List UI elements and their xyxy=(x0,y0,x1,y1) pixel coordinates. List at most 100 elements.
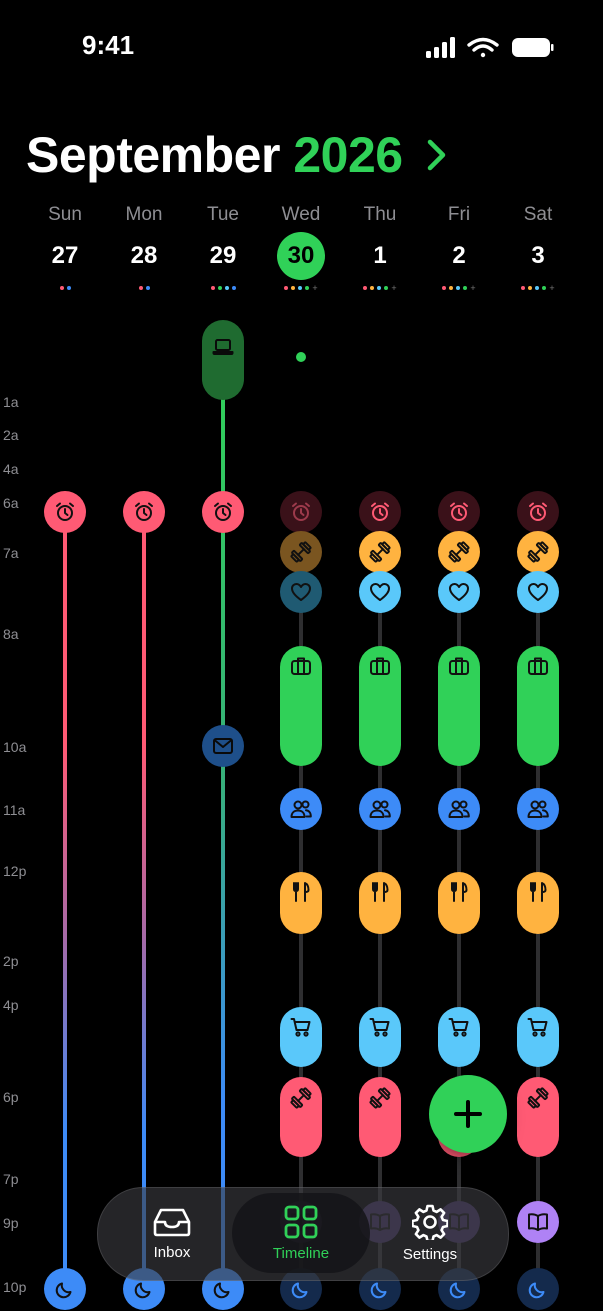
dumbbell-icon xyxy=(526,1077,550,1110)
event-fork-knife[interactable] xyxy=(517,872,559,934)
weekday-label: Sat xyxy=(523,204,553,225)
event-heart[interactable] xyxy=(517,571,559,613)
day-number[interactable]: 29 xyxy=(209,242,237,269)
heart-icon xyxy=(290,581,312,603)
tab-inbox-label: Inbox xyxy=(153,1243,191,1261)
hour-label: 7a xyxy=(3,545,19,561)
hour-label: 11a xyxy=(3,802,26,818)
timeline-line xyxy=(221,360,225,1288)
event-cart[interactable] xyxy=(280,1007,322,1067)
briefcase-icon xyxy=(527,646,549,677)
hour-label: 4p xyxy=(3,997,19,1013)
hour-label: 6a xyxy=(3,495,19,511)
event-dots xyxy=(35,284,95,292)
dumbbell-icon xyxy=(289,540,313,564)
tab-inbox[interactable]: Inbox xyxy=(112,1190,232,1276)
event-book[interactable] xyxy=(517,1201,559,1243)
status-icons xyxy=(426,37,554,58)
event-cart[interactable] xyxy=(438,1007,480,1067)
event-dumbbell[interactable] xyxy=(359,531,401,573)
alarm-icon xyxy=(54,501,76,523)
event-alarm[interactable] xyxy=(202,491,244,533)
event-dumbbell[interactable] xyxy=(280,1077,322,1157)
dumbbell-icon xyxy=(289,1077,313,1110)
tab-settings[interactable]: Settings xyxy=(370,1190,490,1276)
event-alarm[interactable] xyxy=(123,491,165,533)
event-alarm[interactable] xyxy=(517,491,559,533)
day-number[interactable]: 28 xyxy=(130,242,158,269)
event-dumbbell[interactable] xyxy=(280,531,322,573)
hour-label: 2p xyxy=(3,953,19,969)
event-people[interactable] xyxy=(359,788,401,830)
fork-knife-icon xyxy=(527,872,549,903)
event-fork-knife[interactable] xyxy=(280,872,322,934)
day-number[interactable]: 30 xyxy=(287,242,315,269)
cart-icon xyxy=(369,1007,391,1038)
weekday-label: Tue xyxy=(206,204,240,225)
weekday-label: Thu xyxy=(363,204,397,225)
alarm-icon xyxy=(527,501,549,523)
moon-icon xyxy=(449,1279,469,1299)
event-dumbbell[interactable] xyxy=(438,531,480,573)
event-people[interactable] xyxy=(517,788,559,830)
moon-icon xyxy=(55,1279,75,1299)
timeline-line xyxy=(142,512,146,1288)
event-briefcase[interactable] xyxy=(517,646,559,766)
hour-label: 6p xyxy=(3,1089,19,1105)
alarm-icon xyxy=(369,501,391,523)
chevron-right-icon[interactable] xyxy=(424,138,450,172)
event-fork-knife[interactable] xyxy=(359,872,401,934)
event-alarm[interactable] xyxy=(280,491,322,533)
event-dumbbell[interactable] xyxy=(359,1077,401,1157)
event-moon[interactable] xyxy=(517,1268,559,1310)
add-event-button[interactable] xyxy=(429,1075,507,1153)
event-heart[interactable] xyxy=(359,571,401,613)
event-dots xyxy=(193,284,253,292)
event-dumbbell[interactable] xyxy=(517,1077,559,1157)
event-briefcase[interactable] xyxy=(280,646,322,766)
briefcase-icon xyxy=(369,646,391,677)
hour-label: 4a xyxy=(3,461,19,477)
hour-label: 8a xyxy=(3,626,19,642)
event-cart[interactable] xyxy=(517,1007,559,1067)
briefcase-icon xyxy=(290,646,312,677)
event-heart[interactable] xyxy=(438,571,480,613)
battery-icon xyxy=(512,38,554,57)
event-briefcase[interactable] xyxy=(359,646,401,766)
people-icon xyxy=(447,798,471,820)
event-heart[interactable] xyxy=(280,571,322,613)
moon-icon xyxy=(213,1279,233,1299)
alarm-icon xyxy=(212,501,234,523)
event-cart[interactable] xyxy=(359,1007,401,1067)
day-number[interactable]: 1 xyxy=(373,242,387,269)
event-mail[interactable] xyxy=(202,725,244,767)
event-dots xyxy=(114,284,174,292)
tab-timeline[interactable]: Timeline xyxy=(241,1190,361,1276)
event-briefcase[interactable] xyxy=(438,646,480,766)
day-number[interactable]: 3 xyxy=(531,242,545,269)
event-alarm[interactable] xyxy=(359,491,401,533)
status-time: 9:41 xyxy=(82,30,135,60)
event-alarm[interactable] xyxy=(44,491,86,533)
hour-label: 9p xyxy=(3,1215,19,1231)
event-dots: + xyxy=(271,284,331,293)
day-number[interactable]: 2 xyxy=(452,242,466,269)
month-title[interactable]: September 2026 xyxy=(26,126,403,184)
event-people[interactable] xyxy=(280,788,322,830)
event-dots: + xyxy=(429,284,489,293)
moon-icon xyxy=(528,1279,548,1299)
alarm-icon xyxy=(290,501,312,523)
event-moon[interactable] xyxy=(44,1268,86,1310)
day-number[interactable]: 27 xyxy=(51,242,79,269)
event-alarm[interactable] xyxy=(438,491,480,533)
event-laptop[interactable] xyxy=(202,320,244,400)
event-fork-knife[interactable] xyxy=(438,872,480,934)
wifi-icon xyxy=(467,37,499,58)
today-indicator xyxy=(277,232,325,280)
hour-label: 7p xyxy=(3,1171,19,1187)
event-people[interactable] xyxy=(438,788,480,830)
active-tab-highlight xyxy=(232,1193,370,1273)
fork-knife-icon xyxy=(290,872,312,903)
briefcase-icon xyxy=(448,646,470,677)
event-dumbbell[interactable] xyxy=(517,531,559,573)
